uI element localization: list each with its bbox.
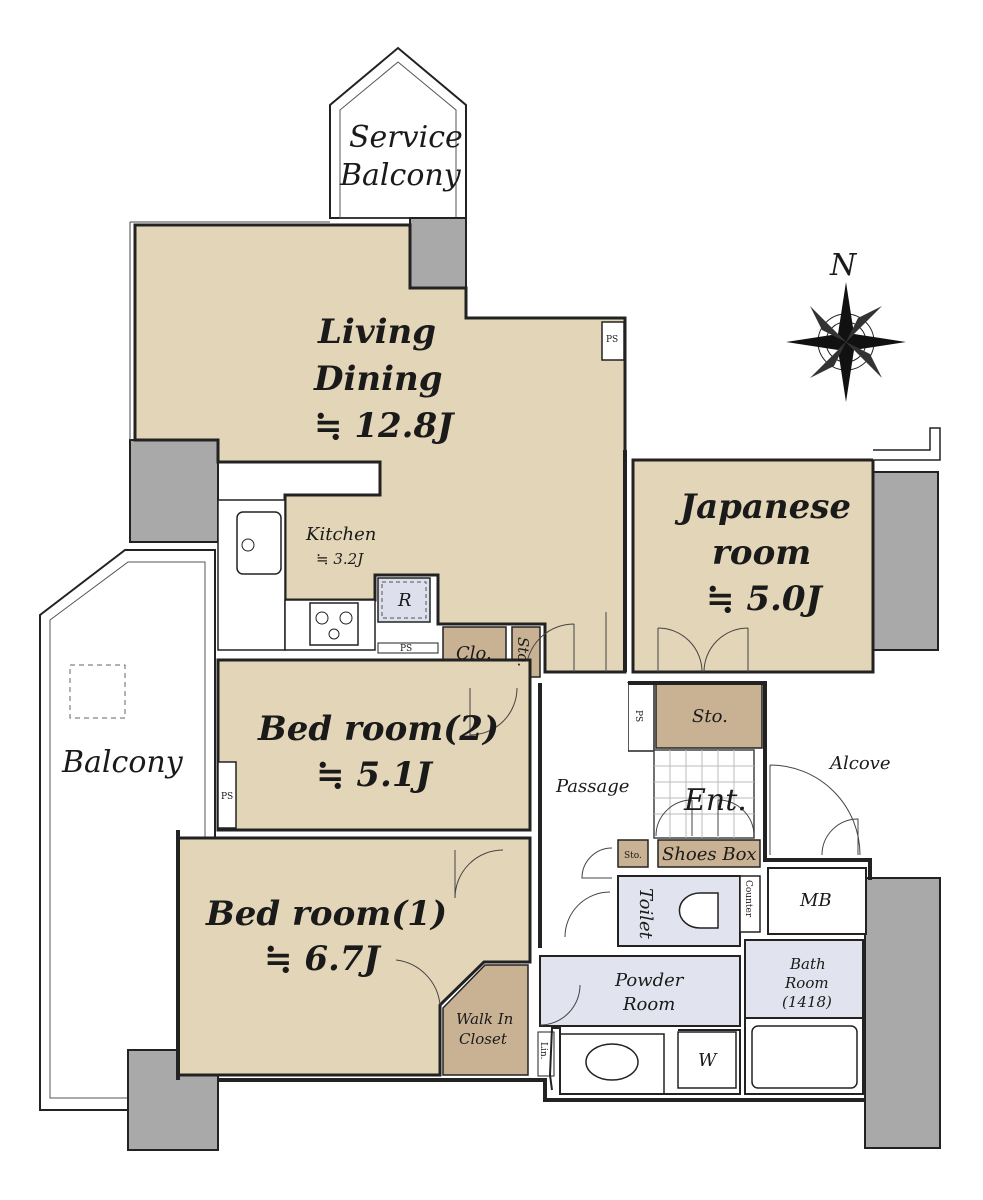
japanese-label-1: Japanese <box>674 487 851 527</box>
fridge-label: R <box>397 590 412 611</box>
bath-label-3: (1418) <box>782 993 832 1011</box>
kitchen-area <box>217 499 439 654</box>
service-balcony-area <box>329 46 467 219</box>
service-balcony-label-2: Balcony <box>339 158 462 193</box>
balcony-label: Balcony <box>61 745 184 780</box>
shoes-box-label: Shoes Box <box>662 844 757 865</box>
powder-room-label-2: Room <box>622 994 675 1015</box>
bedroom-1 <box>176 836 532 1077</box>
stove-icon <box>309 602 359 646</box>
washer-space <box>677 1031 737 1089</box>
fridge-space <box>377 577 431 623</box>
bath-label-1: Bath <box>789 955 826 973</box>
compass-north-label: N <box>829 248 858 283</box>
kitchen-label: Kitchen <box>305 524 376 545</box>
storage-entrance-label: Sto. <box>624 851 642 861</box>
storage-japanese <box>655 682 763 749</box>
passage <box>540 683 628 948</box>
bedroom-2-size: ≒ 5.1J <box>316 755 433 795</box>
closet-label: Clo. <box>456 643 492 664</box>
storage-entrance <box>617 839 649 868</box>
japanese-room <box>631 458 875 674</box>
pipe-space-japanese-label: PS <box>633 710 643 722</box>
bedroom-2 <box>216 658 532 832</box>
kitchen-size: ≒ 3.2J <box>316 550 364 568</box>
alcove-label: Alcove <box>828 753 891 774</box>
toilet-label: Toilet <box>635 888 656 940</box>
bedroom-2-label: Bed room(2) <box>257 709 499 749</box>
counter <box>739 875 761 933</box>
walk-in-closet-label-1: Walk In <box>456 1010 513 1028</box>
japanese-size: ≒ 5.0J <box>706 579 823 619</box>
pipe-space-living <box>601 321 625 361</box>
washbasin-icon <box>585 1043 639 1081</box>
living-dining-room <box>133 223 627 674</box>
powder-room <box>539 955 741 1027</box>
exterior-walls <box>176 450 872 1102</box>
counter-label: Counter <box>743 880 753 918</box>
small-storage-label: Sto. <box>514 637 532 667</box>
pipe-space-kitchen-label: PS <box>400 644 412 654</box>
toilet-icon <box>678 892 719 929</box>
walk-in-closet <box>442 964 529 1076</box>
linen-label: Lin. <box>538 1042 548 1060</box>
walk-in-closet-label-2: Closet <box>459 1030 508 1048</box>
structural-columns <box>127 217 941 1151</box>
entrance-label: Ent. <box>683 783 747 818</box>
pipe-space-japanese <box>627 682 655 752</box>
storage-japanese-label: Sto. <box>692 706 728 727</box>
living-label-1: Living <box>317 312 436 352</box>
living-size: ≒ 12.8J <box>314 406 455 446</box>
entrance-tiles <box>653 749 755 839</box>
washer-label: W <box>698 1050 718 1071</box>
living-label-2: Dining <box>313 359 443 399</box>
passage-label: Passage <box>555 776 629 797</box>
bedroom-1-size: ≒ 6.7J <box>264 939 381 979</box>
powder-room-label-1: Powder <box>614 970 685 991</box>
bath-label-2: Room <box>784 974 829 992</box>
meter-box <box>767 867 867 935</box>
pipe-space-living-label: PS <box>606 335 618 345</box>
pipe-space-bedroom2 <box>217 761 237 829</box>
pipe-space-bedroom2-label: PS <box>221 792 233 802</box>
balcony-area <box>39 549 216 1111</box>
shoes-box <box>657 839 761 868</box>
sink-icon <box>236 511 282 575</box>
meter-box-label: MB <box>799 890 832 911</box>
bathtub <box>751 1025 858 1089</box>
compass-icon <box>786 282 906 402</box>
service-balcony-label-1: Service <box>349 120 463 155</box>
japanese-label-2: room <box>712 533 811 573</box>
bedroom-1-label: Bed room(1) <box>205 894 447 934</box>
